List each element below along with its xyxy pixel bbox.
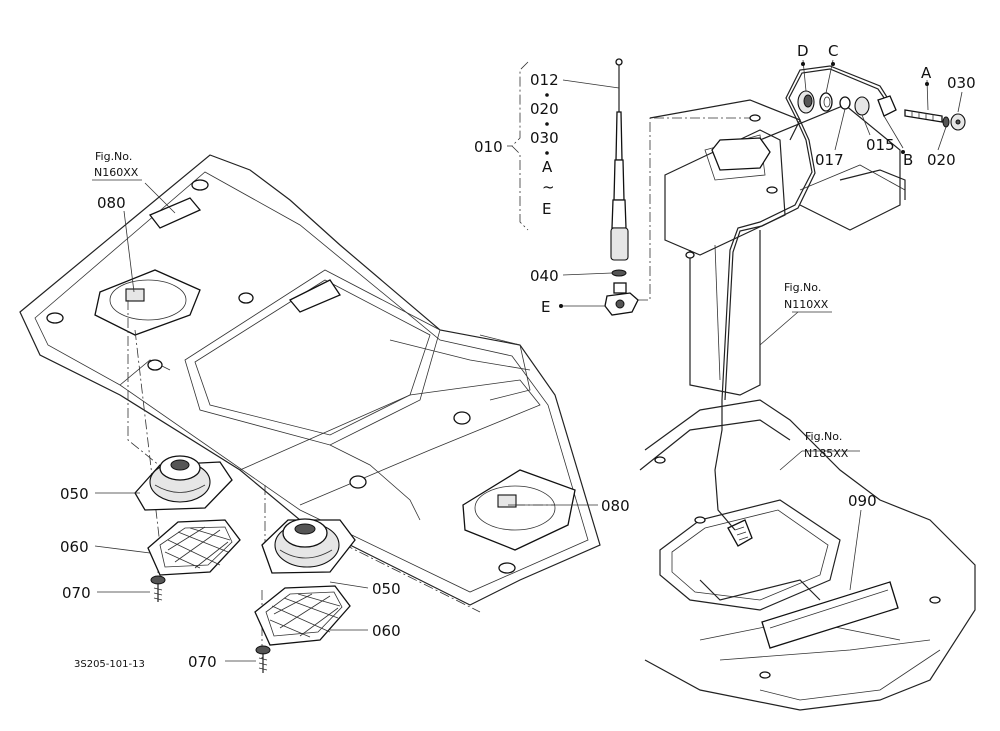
callout-080-left: 080 (97, 194, 126, 212)
stack-item-030: 030 (530, 129, 559, 147)
fig-ref-n185-line2: N185XX (804, 447, 849, 460)
callout-080-right: 080 (601, 497, 630, 515)
antenna-cable (714, 65, 893, 531)
radio-unit (761, 581, 899, 649)
fig-ref-n160-line1: Fig.No. (95, 150, 132, 163)
roof-panel (19, 154, 601, 606)
callout-B: B (903, 151, 913, 169)
callout-060-left: 060 (60, 538, 89, 556)
stack-item-020: 020 (530, 100, 559, 118)
reference-dots (545, 62, 929, 308)
screw-left (150, 575, 166, 602)
callout-D: D (797, 42, 809, 60)
speaker-left (134, 455, 233, 511)
callout-070-right: 070 (188, 653, 217, 671)
stack-item-E: E (542, 200, 551, 218)
callout-017: 017 (815, 151, 844, 169)
stack-item-012: 012 (530, 71, 559, 89)
leader-lines (92, 59, 963, 662)
group-bracket (507, 61, 529, 231)
callout-030: 030 (947, 74, 976, 92)
fig-ref-n110-line2: N110XX (784, 298, 829, 311)
stack-item-tilde: ~ (542, 178, 555, 196)
fig-ref-n185-line1: Fig.No. (805, 430, 842, 443)
callout-E: E (541, 298, 550, 316)
antenna-nut (611, 269, 627, 277)
callout-040: 040 (530, 267, 559, 285)
antenna-base (604, 282, 639, 316)
speaker-grill-right (254, 585, 351, 646)
cab-pillar (649, 99, 906, 396)
drawing-code: 3S205-101-13 (74, 659, 145, 670)
group-label-010: 010 (474, 138, 503, 156)
antenna-plug (727, 519, 753, 547)
labels: 012 020 030 A ~ E 010 Fig.No. N160XX Fig… (60, 42, 976, 671)
callout-090: 090 (848, 492, 877, 510)
callout-070-left: 070 (62, 584, 91, 602)
screw-right (255, 645, 271, 673)
callout-C: C (828, 42, 838, 60)
stack-item-A: A (542, 158, 553, 176)
callout-060-right: 060 (372, 622, 401, 640)
antenna-rod (610, 58, 629, 261)
callout-015: 015 (866, 136, 895, 154)
callout-020: 020 (927, 151, 956, 169)
speaker-right (261, 518, 356, 574)
callout-050-left: 050 (60, 485, 89, 503)
callout-A: A (921, 64, 932, 82)
cable-hardware (797, 90, 966, 131)
fig-ref-n160-line2: N160XX (94, 166, 139, 179)
callout-050-right: 050 (372, 580, 401, 598)
speaker-grill-left (147, 519, 241, 576)
fig-ref-n110-line1: Fig.No. (784, 281, 821, 294)
